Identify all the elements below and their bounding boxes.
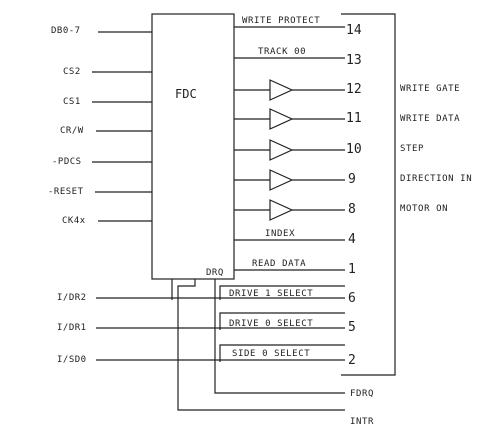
wire-intr	[177, 279, 345, 411]
pin-number-6: 6	[348, 291, 356, 306]
buffer-motor-on	[269, 199, 294, 221]
signal-label-index: INDEX	[265, 229, 296, 239]
side0-select-box	[219, 344, 345, 362]
select-label-drive-1: DRIVE 1 SELECT	[229, 289, 314, 299]
signal-label-fdrq: FDRQ	[350, 389, 375, 399]
buffer-step	[269, 139, 294, 161]
buffer-direction-in	[269, 169, 294, 191]
drive1-select-box	[219, 285, 345, 300]
signal-label-intr: INTR	[350, 417, 375, 427]
input-label-db: DB0-7	[51, 26, 81, 36]
signal-label-read-data: READ DATA	[252, 259, 307, 269]
pin-number-1: 1	[348, 262, 356, 277]
input-label-rw: CR/W	[60, 126, 84, 136]
signal-label-track-00: TRACK 00	[258, 47, 307, 57]
fdc-drq-label: DRQ	[206, 268, 224, 278]
fdc-chip-box	[151, 13, 235, 280]
pin-number-8: 8	[348, 202, 356, 217]
pin-number-10: 10	[346, 142, 362, 157]
io-label-iosd0: I/SD0	[57, 355, 87, 365]
wire-fdrq	[214, 279, 345, 394]
buffer-write-gate	[269, 79, 294, 101]
io-label-iodr1: I/DR1	[57, 323, 87, 333]
select-label-side-0: SIDE 0 SELECT	[232, 349, 311, 359]
buffer-write-data	[269, 108, 294, 130]
input-label-clk: CK4x	[62, 216, 86, 226]
input-label-cs1: CS1	[63, 97, 81, 107]
pin-number-9: 9	[348, 172, 356, 187]
pin-number-14: 14	[346, 23, 362, 38]
pin-number-5: 5	[348, 320, 356, 335]
pin-number-11: 11	[346, 111, 362, 126]
pin-number-2: 2	[348, 353, 356, 368]
connector-outline	[341, 13, 396, 376]
signal-label-write-data: WRITE DATA	[400, 114, 461, 124]
signal-label-write-gate: WRITE GATE	[400, 84, 461, 94]
select-label-drive-0: DRIVE 0 SELECT	[229, 319, 314, 329]
input-label-pdcs: -PDCS	[52, 157, 82, 167]
signal-label-write-protect: WRITE PROTECT	[242, 16, 321, 26]
io-label-iodr2: I/DR2	[57, 293, 87, 303]
signal-label-direction-in: DIRECTION IN	[400, 174, 473, 184]
input-label-reset: -RESET	[48, 187, 84, 197]
pin-number-12: 12	[346, 82, 362, 97]
signal-label-motor-on: MOTOR ON	[400, 204, 449, 214]
drive0-select-box	[219, 312, 345, 330]
signal-label-step: STEP	[400, 144, 425, 154]
pin-number-4: 4	[348, 232, 356, 247]
pin-number-13: 13	[346, 53, 362, 68]
input-label-cs2: CS2	[63, 67, 81, 77]
fdc-chip-label: FDC	[175, 87, 197, 101]
